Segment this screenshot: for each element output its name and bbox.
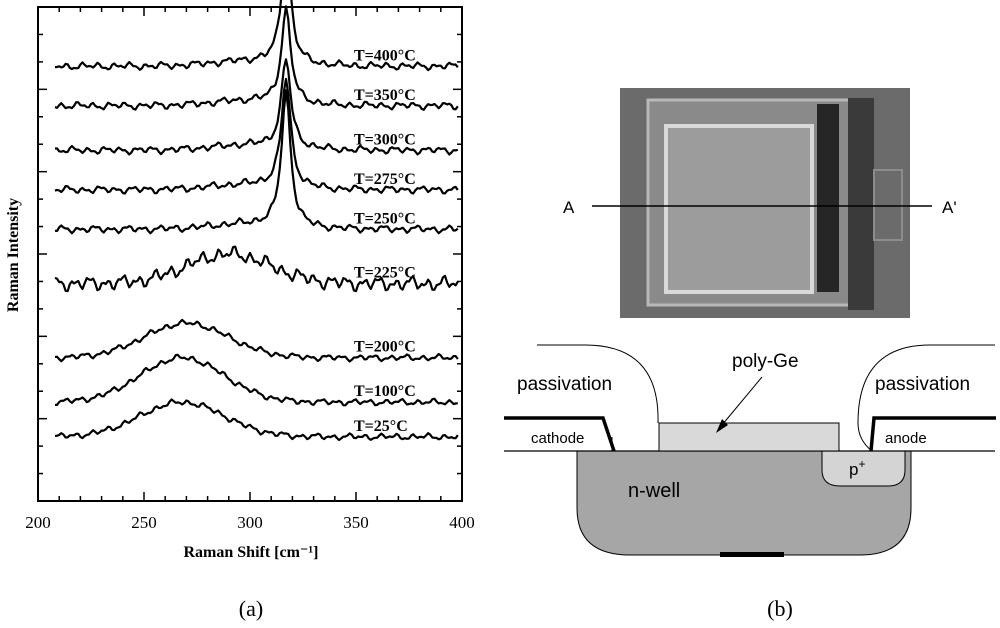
poly-ge-arrow: [721, 376, 763, 426]
spectra-curves: [54, 0, 459, 442]
spectrum-curve: [55, 58, 459, 156]
detector-pad: [664, 124, 814, 294]
label-p-plus: p+: [849, 457, 865, 479]
series-label: T=350°C: [354, 87, 416, 104]
series-label: T=400°C: [354, 47, 416, 64]
x-tick-label: 300: [237, 513, 263, 532]
series-label: T=225°C: [354, 265, 416, 282]
label-passivation-right: passivation: [875, 374, 970, 395]
passivation-right-outline: [857, 344, 995, 452]
series-label: T=25°C: [354, 418, 408, 435]
label-poly-ge: poly-Ge: [732, 351, 799, 372]
x-tick-label: 250: [131, 513, 157, 532]
spectrum-curve: [54, 398, 459, 442]
label-anode: anode: [885, 430, 927, 447]
cathode-electrode: [504, 416, 616, 452]
label-cathode: cathode: [531, 430, 584, 447]
cross-section: passivation passivation poly-Ge cathode …: [504, 344, 996, 557]
poly-ge-arrow-head: [716, 419, 728, 433]
series-label: T=275°C: [354, 171, 416, 188]
passivation-left-outline: [537, 344, 659, 424]
spectrum-curve: [54, 245, 459, 293]
x-axis-label: Raman Shift [cm⁻¹]: [183, 544, 318, 561]
x-tick-label: 400: [449, 513, 475, 532]
x-tick-label: 350: [343, 513, 369, 532]
series-labels: T=400°C T=350°C T=300°C T=275°C T=250°C T=225…: [354, 47, 416, 435]
poly-ge-layer: [658, 422, 840, 452]
contact-strip: [848, 98, 874, 310]
caption-b: (b): [767, 596, 793, 621]
side-contact: [873, 169, 903, 241]
x-tick-labels: 200 250 300 350 400: [25, 513, 475, 532]
marker-a: A: [563, 198, 575, 217]
n-well-bottom-contact: [720, 552, 784, 557]
series-label: T=300°C: [354, 131, 416, 148]
axis-ticks: [37, 6, 463, 502]
series-label: T=200°C: [354, 339, 416, 356]
series-label: T=250°C: [354, 210, 416, 227]
series-label: T=100°C: [354, 383, 416, 400]
x-tick-label: 200: [25, 513, 51, 532]
label-p-sup: +: [858, 457, 865, 471]
p-plus-region: [821, 450, 906, 487]
raman-chart: T=400°C T=350°C T=300°C T=275°C T=250°C T=225…: [5, 0, 475, 621]
micrograph: A A': [563, 88, 957, 318]
spectrum-curve: [54, 0, 459, 72]
anode-electrode: [869, 416, 996, 452]
marker-a-prime: A': [942, 198, 957, 217]
caption-a: (a): [239, 596, 263, 621]
pad-shadow: [817, 104, 839, 292]
spectrum-curve: [54, 89, 459, 235]
spectrum-curve: [54, 318, 459, 363]
y-axis-label: Raman Intensity: [5, 198, 22, 312]
spectrum-curve: [55, 353, 458, 407]
label-passivation-left: passivation: [517, 374, 612, 395]
label-p: p: [849, 460, 858, 479]
spectrum-curve: [54, 77, 459, 195]
label-n-well: n-well: [628, 480, 680, 502]
spectrum-curve: [54, 5, 459, 111]
